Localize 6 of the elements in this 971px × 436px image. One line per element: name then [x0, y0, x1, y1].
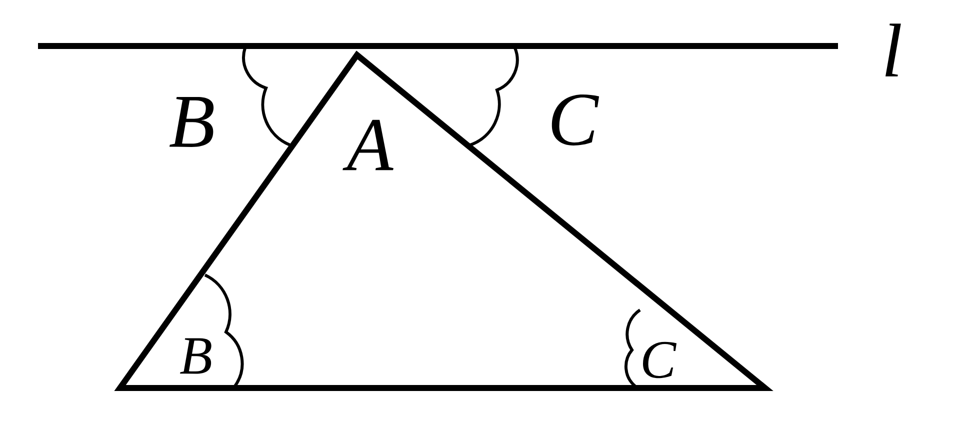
angle-label: C	[643, 342, 677, 378]
angle-label: l	[885, 24, 901, 76]
angle-label: A	[342, 120, 394, 170]
angle-label: C	[552, 94, 600, 146]
angle-label: B	[169, 97, 214, 147]
angle-label: B	[180, 338, 212, 374]
